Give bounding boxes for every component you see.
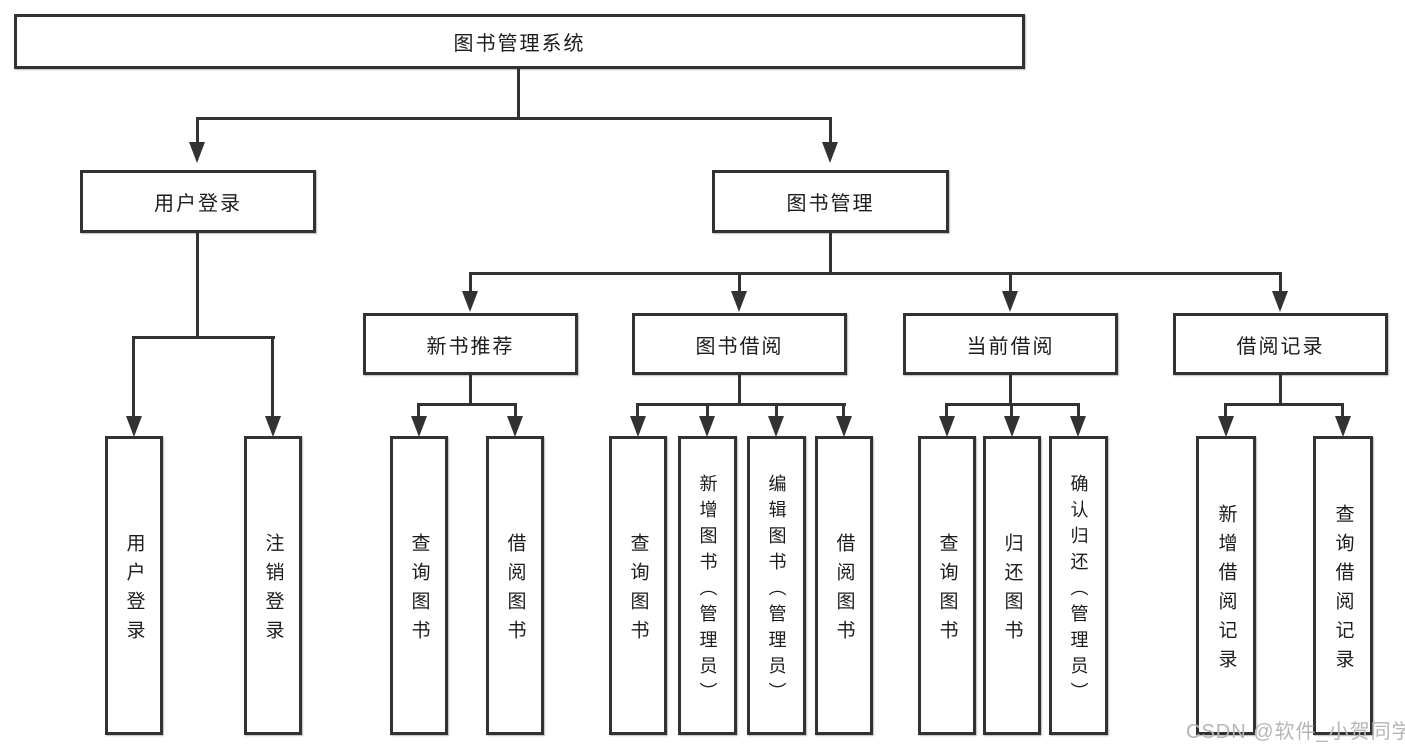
leaf-edit-books-admin: 编辑图书（管理员）: [747, 436, 806, 735]
connector-new-book-trunk: [469, 375, 472, 405]
connector-to-leaf-query-record: [1341, 403, 1344, 418]
leaf-confirm-return-admin: 确认归还（管理员）: [1049, 436, 1108, 735]
node-current-borrowing: 当前借阅: [903, 313, 1118, 375]
leaf-add-books-admin: 新增图书（管理员）: [678, 436, 737, 735]
connector-to-leaf-query-books-2: [636, 403, 639, 418]
connector-to-leaf-return-books: [1010, 403, 1013, 418]
watermark: CSDN @软件_小贺同学: [1186, 721, 1405, 743]
connector-book-borrowing-split: [636, 403, 846, 406]
leaf-user-login: 用户登录: [105, 436, 163, 735]
node-root: 图书管理系统: [14, 14, 1025, 69]
arrowhead-leaf-logout: [265, 416, 281, 437]
leaf-query-books-recommend: 查询图书: [390, 436, 448, 735]
connector-to-leaf-borrow-books-2: [842, 403, 845, 418]
leaf-borrow-books-borrowing: 借阅图书: [815, 436, 873, 735]
connector-to-leaf-logout: [271, 336, 274, 417]
connector-borrowing-records-split: [1224, 403, 1344, 406]
connector-root-trunk: [517, 69, 520, 119]
connector-current-borrowing-trunk: [1009, 375, 1012, 405]
leaf-borrow-books-recommend: 借阅图书: [486, 436, 544, 735]
arrowhead-leaf-add-record: [1218, 416, 1234, 437]
connector-user-login-split: [132, 336, 275, 339]
arrowhead-current-borrowing: [1002, 291, 1018, 312]
leaf-query-books-current: 查询图书: [918, 436, 976, 735]
arrowhead-leaf-query-record: [1335, 416, 1351, 437]
connector-to-leaf-user-login: [132, 336, 135, 417]
arrowhead-book-borrowing: [731, 291, 747, 312]
arrowhead-borrowing-records: [1272, 291, 1288, 312]
arrowhead-leaf-return-books: [1004, 416, 1020, 437]
connector-to-user-login: [196, 117, 199, 143]
arrowhead-leaf-borrow-books-1: [507, 416, 523, 437]
connector-to-new-book-recommendation: [469, 272, 472, 292]
arrowhead-leaf-edit-books: [768, 416, 784, 437]
connector-book-management-trunk: [829, 233, 832, 274]
leaf-query-books-borrowing: 查询图书: [609, 436, 667, 735]
connector-to-leaf-edit-books: [775, 403, 778, 418]
leaf-add-borrow-record: 新增借阅记录: [1196, 436, 1256, 735]
arrowhead-leaf-add-books: [699, 416, 715, 437]
connector-user-login-trunk: [196, 233, 199, 337]
node-book-borrowing: 图书借阅: [632, 313, 847, 375]
node-new-book-recommendation: 新书推荐: [363, 313, 578, 375]
node-borrowing-records: 借阅记录: [1173, 313, 1388, 375]
connector-to-current-borrowing: [1009, 272, 1012, 292]
arrowhead-user-login: [189, 142, 205, 163]
connector-root-split: [196, 117, 832, 120]
node-user-login: 用户登录: [80, 170, 316, 233]
connector-new-book-split: [417, 403, 517, 406]
connector-book-borrowing-trunk: [738, 375, 741, 405]
connector-to-leaf-query-books-3: [945, 403, 948, 418]
connector-borrowing-records-trunk: [1279, 375, 1282, 405]
arrowhead-leaf-query-books-2: [630, 416, 646, 437]
leaf-logout: 注销登录: [244, 436, 302, 735]
connector-to-leaf-query-books-1: [417, 403, 420, 418]
arrowhead-new-book-recommendation: [462, 291, 478, 312]
connector-to-leaf-borrow-books-1: [514, 403, 517, 418]
arrowhead-leaf-borrow-books-2: [836, 416, 852, 437]
connector-to-leaf-confirm-return: [1077, 403, 1080, 418]
connector-to-borrowing-records: [1279, 272, 1282, 292]
arrowhead-leaf-user-login: [126, 416, 142, 437]
arrowhead-leaf-query-books-3: [939, 416, 955, 437]
arrowhead-book-management: [822, 142, 838, 163]
leaf-return-books: 归还图书: [983, 436, 1041, 735]
connector-to-leaf-add-books: [706, 403, 709, 418]
node-book-management: 图书管理: [712, 170, 949, 233]
leaf-query-borrow-record: 查询借阅记录: [1313, 436, 1373, 735]
arrowhead-leaf-confirm-return: [1070, 416, 1086, 437]
connector-book-management-split: [469, 272, 1282, 275]
arrowhead-leaf-query-books-1: [411, 416, 427, 437]
connector-to-leaf-add-record: [1224, 403, 1227, 418]
connector-to-book-borrowing: [738, 272, 741, 292]
connector-to-book-management: [829, 117, 832, 143]
